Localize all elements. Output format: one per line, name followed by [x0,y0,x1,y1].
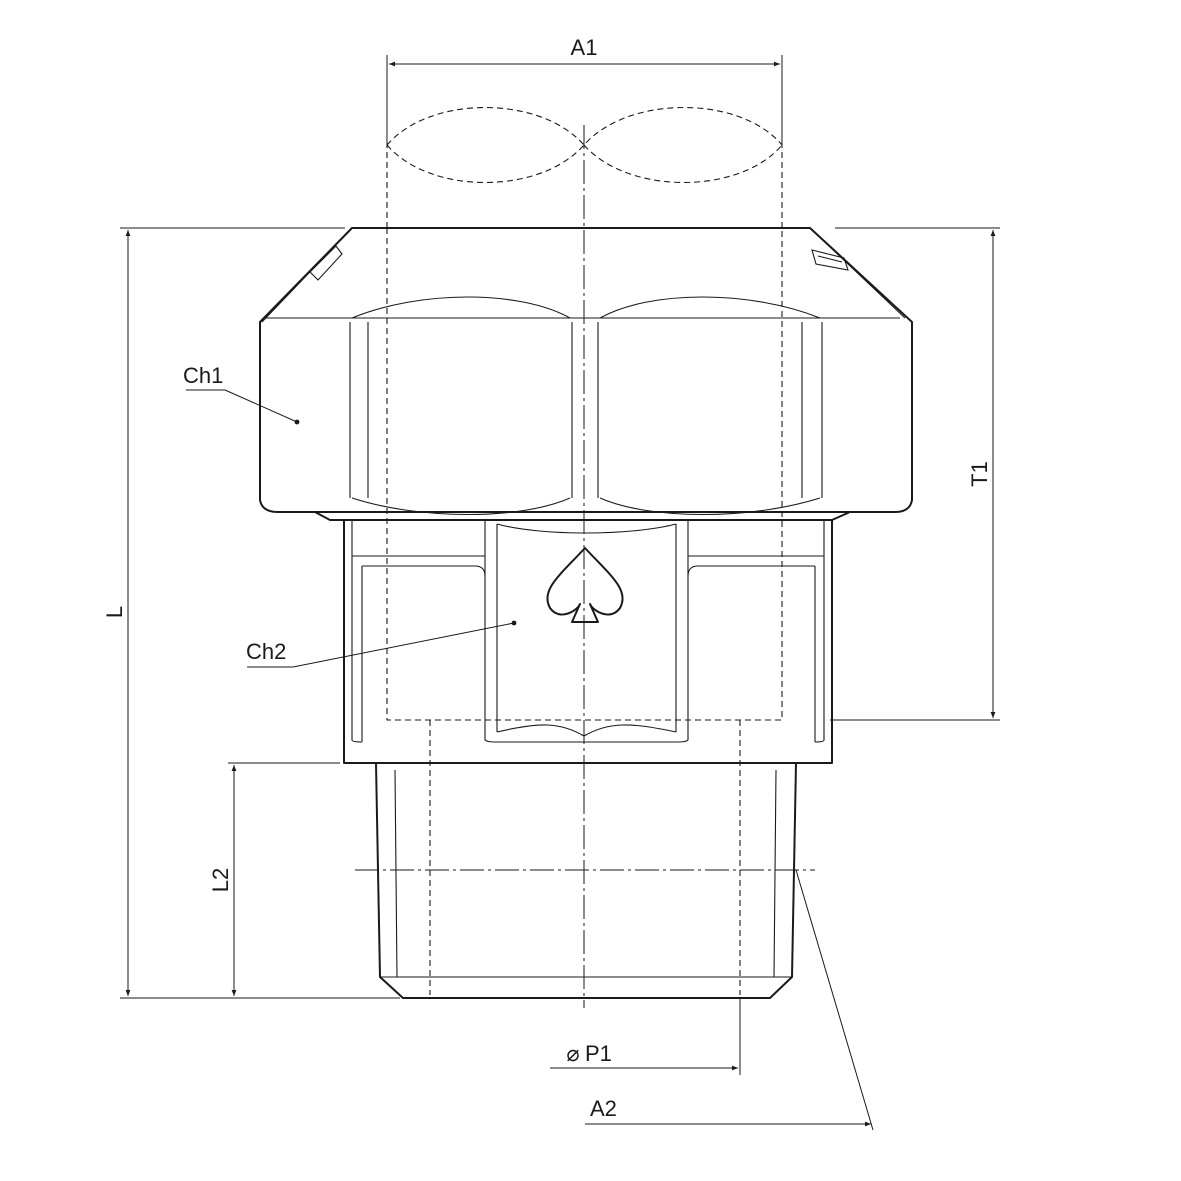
label-t1: T1 [967,461,992,487]
label-l: L [102,606,127,618]
label-ch1: Ch1 [183,363,223,388]
dimension-t1 [830,227,1000,721]
threaded-end [355,720,815,999]
tube-outline [386,106,783,721]
label-l2: L2 [208,868,233,892]
label-ch2: Ch2 [246,639,286,664]
dimension-p1 [550,998,741,1075]
dimension-a1 [386,55,783,145]
leader-ch2 [247,620,517,668]
label-a2: A2 [590,1096,617,1121]
logo-mark [546,547,624,623]
dimension-a2 [585,869,874,1131]
diameter-symbol: ⌀ [566,1041,579,1066]
label-p1: P1 [585,1041,612,1066]
dimension-l2 [228,762,340,996]
leader-ch1 [186,389,300,425]
dimension-l [120,227,400,999]
label-a1: A1 [571,35,598,60]
body-hex [343,519,833,764]
hex-nut [259,227,913,521]
